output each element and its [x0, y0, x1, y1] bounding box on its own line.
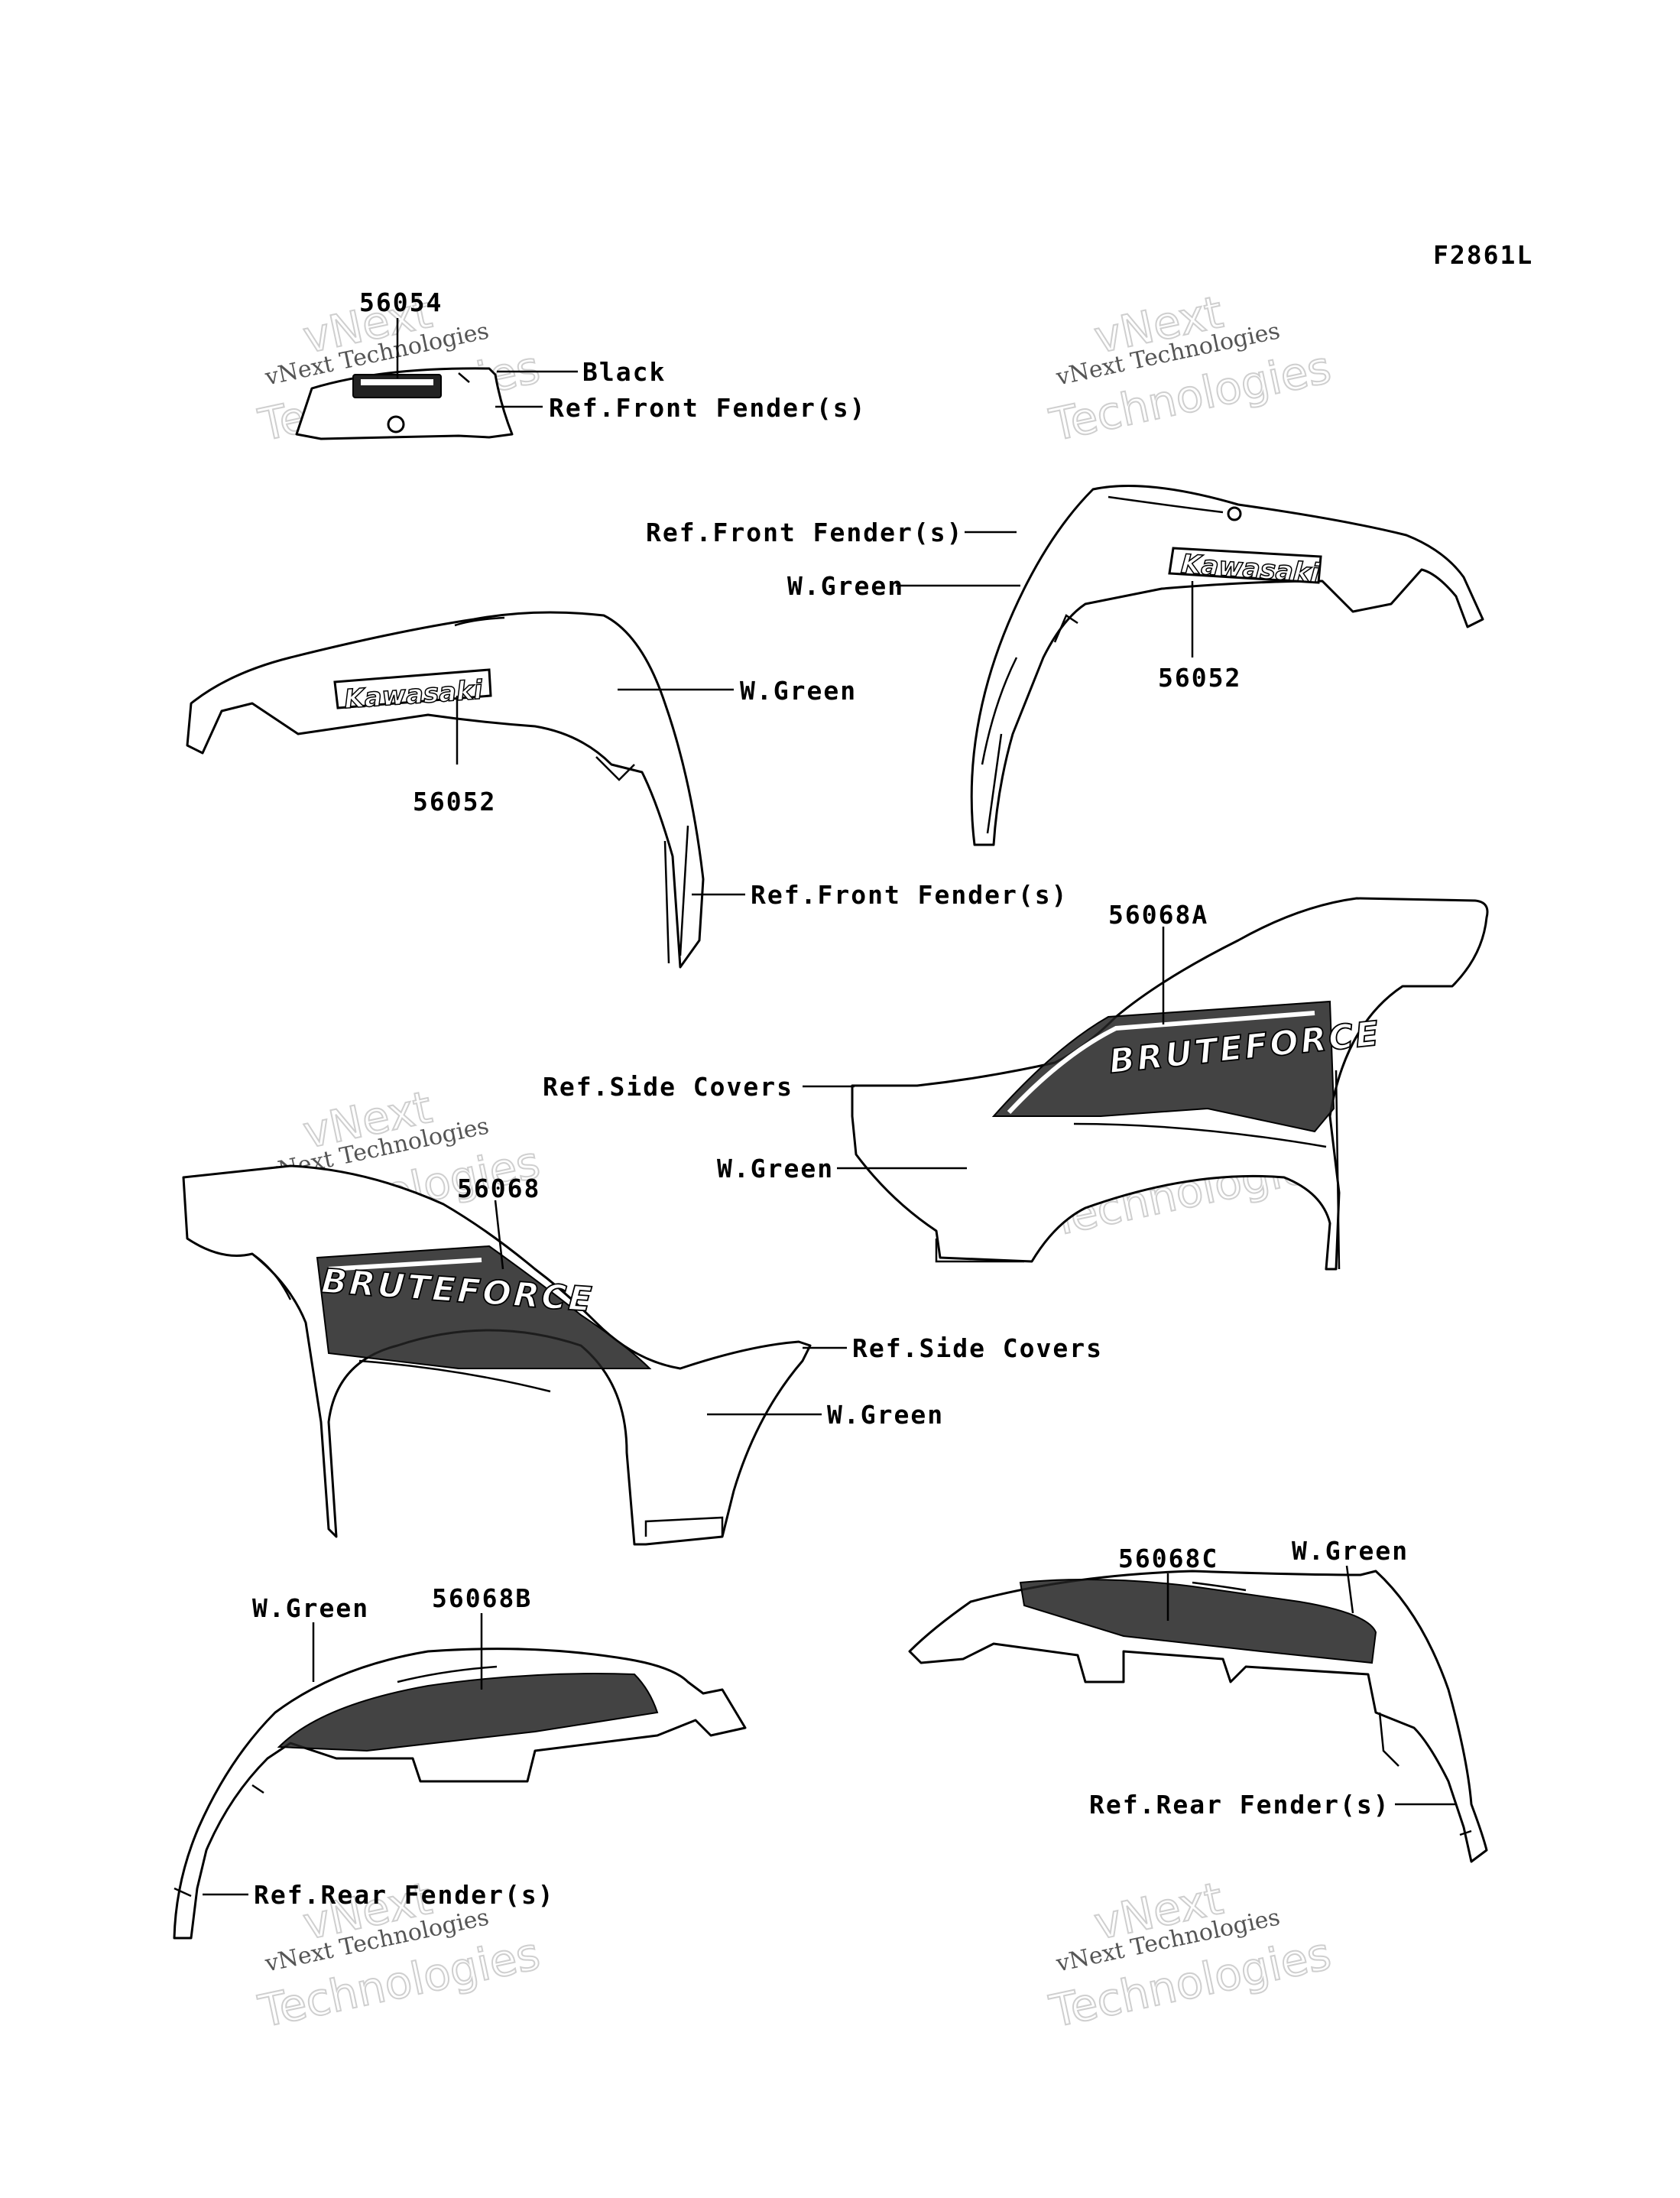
label-black: Black: [582, 357, 666, 387]
watermark: vNext vNext Technologies Technologies: [1044, 1872, 1336, 2038]
front-panel-drawing: [295, 367, 514, 440]
label-ref-rear-fender: Ref.Rear Fender(s): [254, 1880, 555, 1910]
part-number-56052-right: 56052: [1158, 663, 1241, 693]
label-ref-rear-fender: Ref.Rear Fender(s): [1089, 1790, 1390, 1820]
decal-56068c: [1019, 1579, 1377, 1664]
part-number-56054: 56054: [359, 287, 443, 317]
rear-fender-right-drawing: [908, 1570, 1488, 1863]
part-number-56068a: 56068A: [1108, 900, 1208, 930]
decal-kawasaki-left: [333, 668, 492, 709]
watermark: vNext vNext Technologies Technologies: [1044, 285, 1336, 452]
label-w-green: W.Green: [252, 1593, 369, 1623]
part-number-56068: 56068: [457, 1174, 540, 1203]
label-ref-front-fender: Ref.Front Fender(s): [549, 393, 867, 423]
decal-56068: [316, 1245, 652, 1369]
part-number-56068b: 56068B: [432, 1583, 532, 1613]
label-w-green: W.Green: [740, 676, 857, 706]
front-fender-left-drawing: Kawasaki: [186, 611, 705, 969]
rear-fender-left-drawing: [173, 1648, 747, 1940]
side-cover-right-drawing: BRUTEFORCE: [851, 897, 1489, 1271]
part-number-56052-left: 56052: [413, 787, 496, 817]
label-w-green: W.Green: [717, 1154, 834, 1183]
label-w-green: W.Green: [787, 571, 904, 601]
label-ref-side-covers: Ref.Side Covers: [543, 1072, 793, 1102]
label-w-green: W.Green: [1292, 1536, 1409, 1566]
label-ref-front-fender: Ref.Front Fender(s): [646, 518, 964, 547]
front-fender-right-drawing: Kawasaki: [970, 485, 1484, 846]
part-number-56068c: 56068C: [1118, 1544, 1218, 1573]
decal-kawasaki-right: [1168, 547, 1322, 584]
decal-56068b: [277, 1673, 659, 1752]
figure-code: F2861L: [1433, 240, 1533, 270]
label-ref-side-covers: Ref.Side Covers: [852, 1333, 1103, 1363]
label-ref-front-fender: Ref.Front Fender(s): [751, 880, 1069, 910]
decal-56068a: [991, 1000, 1335, 1133]
label-w-green: W.Green: [827, 1400, 944, 1430]
